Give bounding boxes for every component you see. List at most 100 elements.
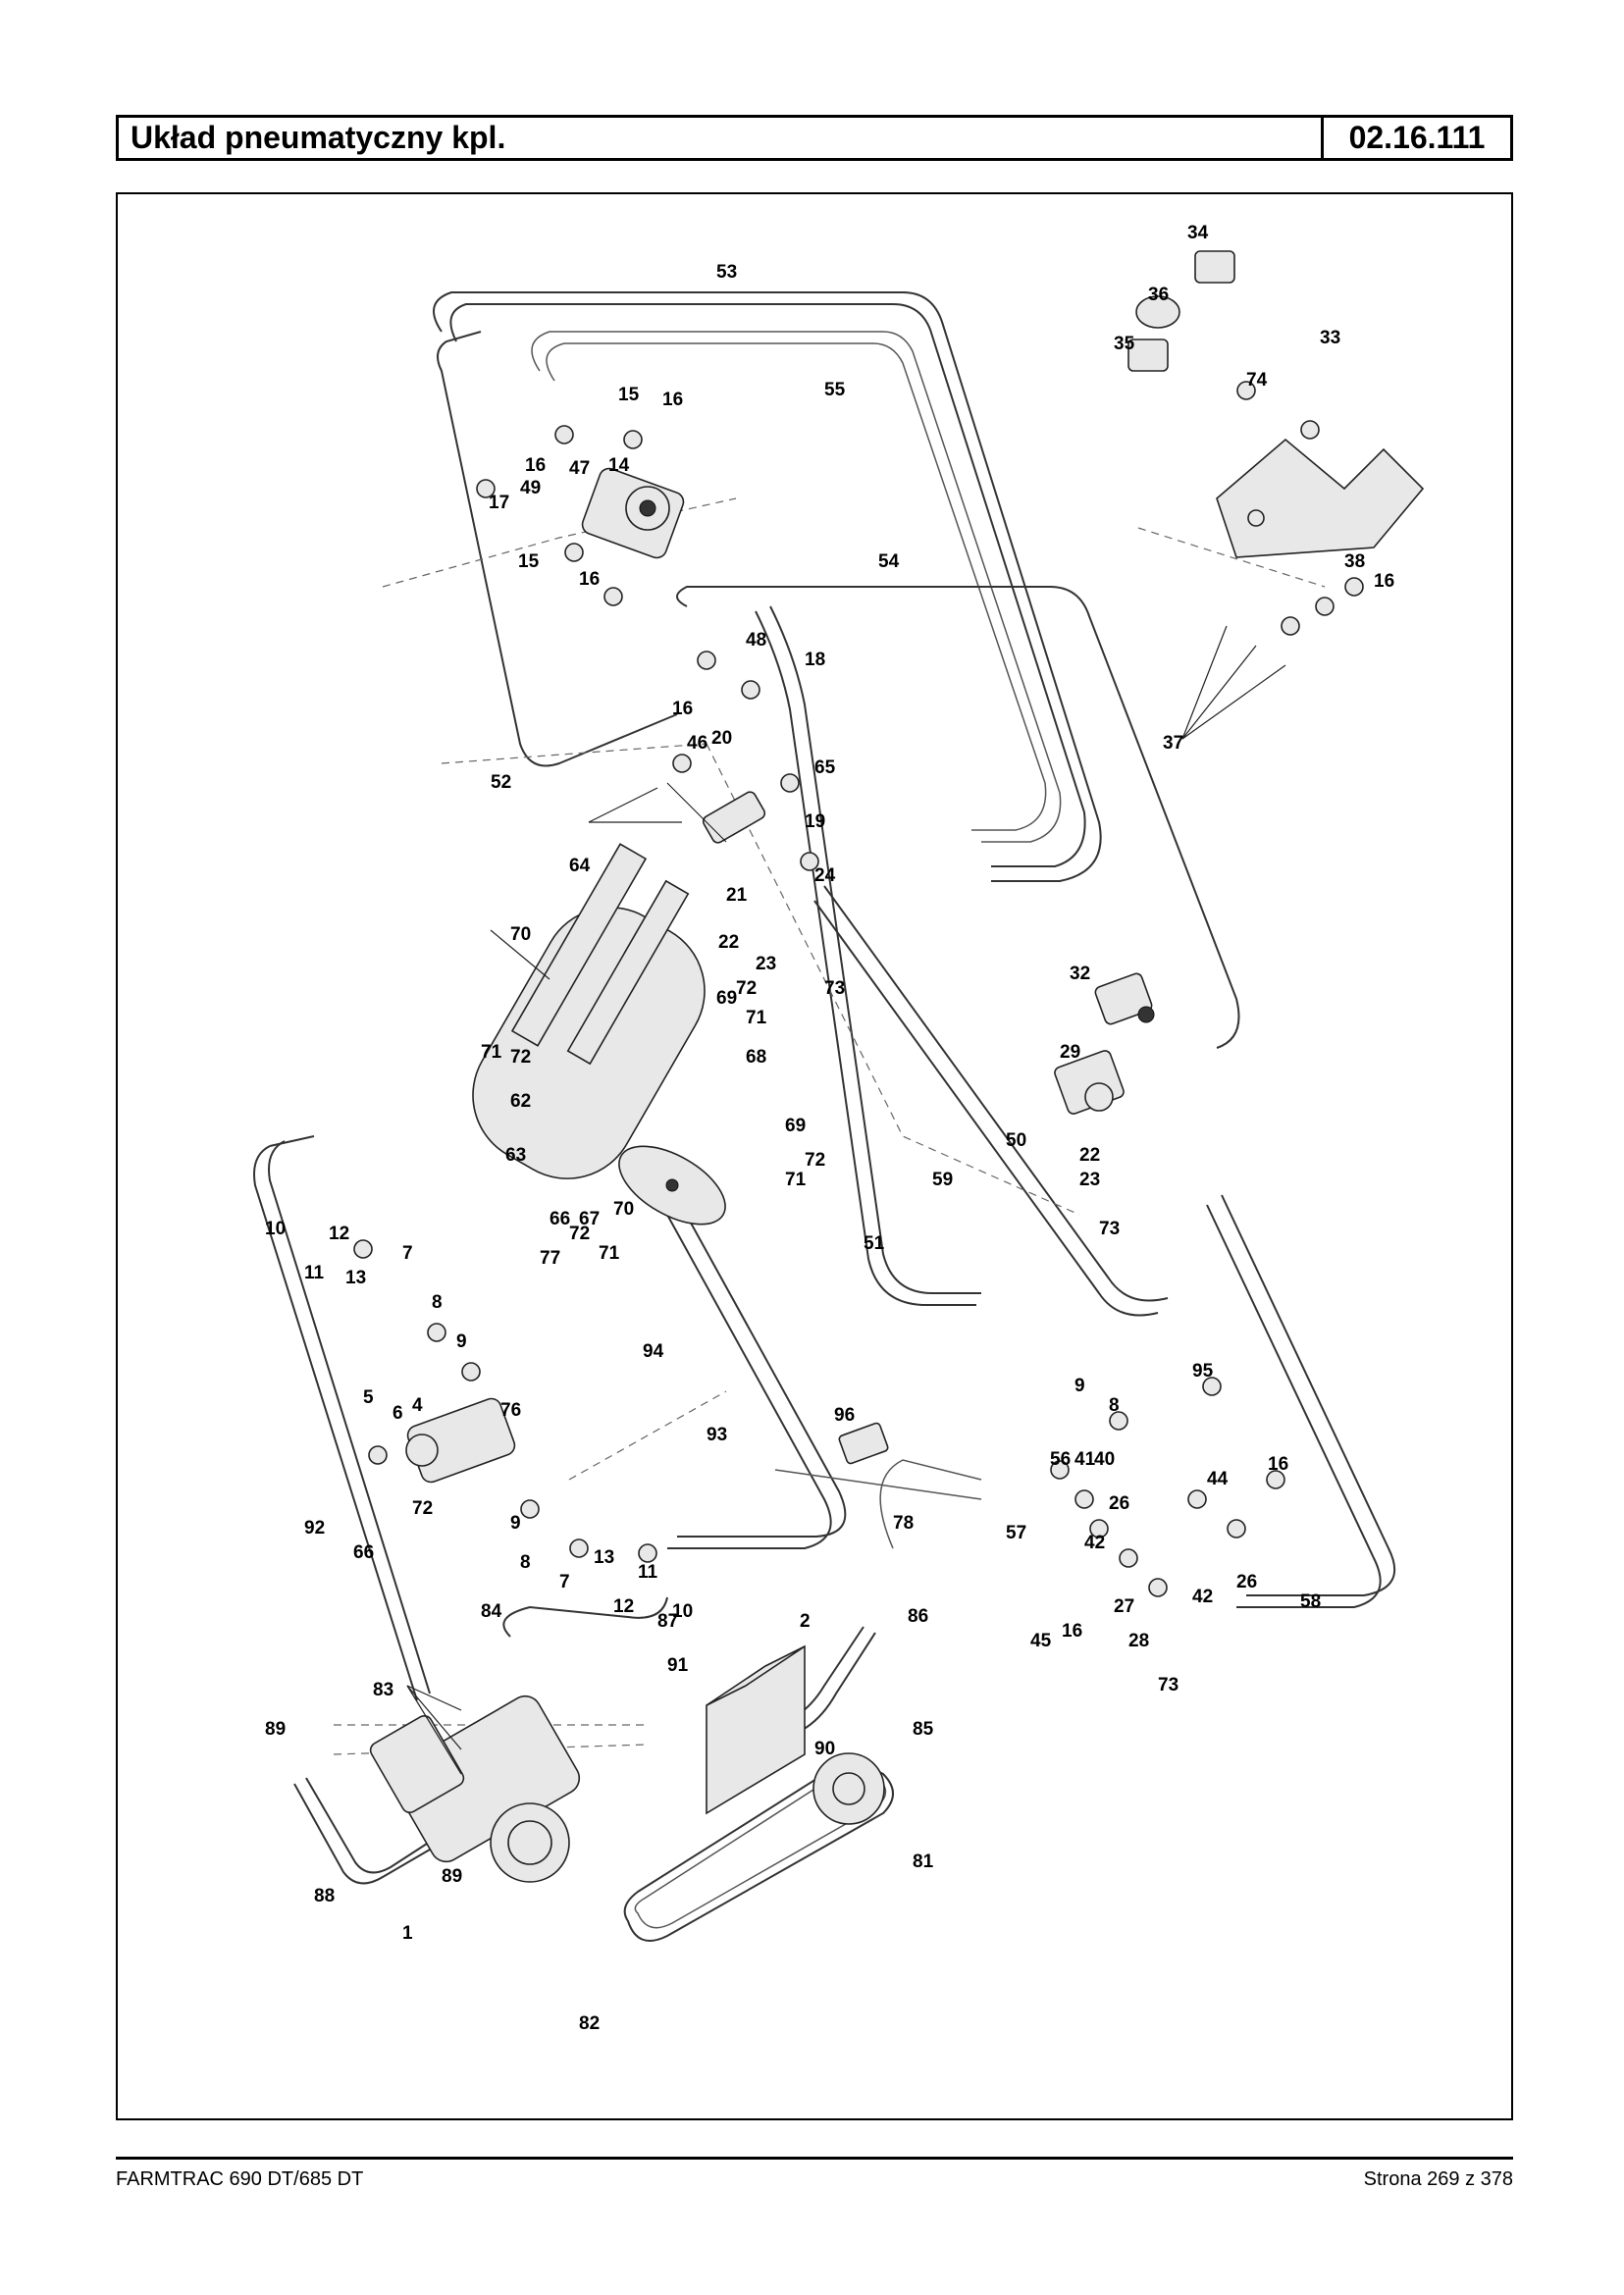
valve-32	[1094, 972, 1155, 1025]
label-6: 6	[393, 1403, 403, 1424]
label-83: 83	[373, 1680, 393, 1700]
part-labels: 1 2 4 5 6 7 7 8 8 8 9 9 9 10 10 11 11 12…	[265, 223, 1394, 2034]
label-16c: 16	[662, 390, 683, 410]
valve-14	[581, 467, 685, 559]
footer-rule	[116, 2157, 1513, 2160]
label-16a: 16	[525, 455, 546, 476]
label-10a: 10	[265, 1219, 286, 1239]
label-72a: 72	[510, 1047, 531, 1068]
label-22b: 22	[1079, 1145, 1100, 1166]
label-16e: 16	[1374, 571, 1394, 592]
label-71b: 71	[746, 1008, 767, 1028]
label-90: 90	[814, 1739, 835, 1759]
belt-82-pulley-81	[623, 1752, 894, 1942]
valve-4	[405, 1397, 516, 1484]
label-71d: 71	[599, 1243, 620, 1264]
footer-model: FARMTRAC 690 DT/685 DT	[116, 2168, 364, 2190]
label-1: 1	[402, 1923, 413, 1944]
label-50: 50	[1006, 1130, 1026, 1151]
label-9b: 9	[510, 1513, 521, 1534]
label-32: 32	[1070, 964, 1090, 984]
label-26a: 26	[1236, 1572, 1257, 1592]
valve-29	[1054, 1050, 1125, 1115]
label-11b: 11	[638, 1562, 658, 1583]
label-48: 48	[746, 630, 766, 651]
label-17: 17	[489, 493, 509, 513]
sensor-96	[838, 1422, 889, 1465]
bracket-33	[1216, 438, 1425, 558]
label-63: 63	[505, 1145, 526, 1166]
fittings	[353, 381, 1364, 1597]
label-8a: 8	[432, 1292, 443, 1313]
label-40: 40	[1094, 1449, 1115, 1470]
label-13a: 13	[345, 1268, 366, 1288]
label-34: 34	[1187, 223, 1209, 243]
compressor-1	[369, 1695, 581, 1883]
label-52: 52	[491, 772, 511, 793]
pneumatic-system-diagram: 1 2 4 5 6 7 7 8 8 8 9 9 9 10 10 11 11 12…	[253, 223, 1425, 2034]
label-41: 41	[1074, 1449, 1096, 1470]
label-24: 24	[814, 865, 836, 886]
label-9c: 9	[1074, 1376, 1085, 1396]
label-53: 53	[716, 262, 737, 283]
label-12b: 12	[613, 1596, 634, 1617]
label-26b: 26	[1109, 1493, 1129, 1514]
label-49: 49	[520, 478, 541, 498]
label-88: 88	[314, 1886, 335, 1906]
label-87: 87	[657, 1611, 678, 1632]
air-tank	[472, 843, 726, 1226]
label-67: 67	[579, 1209, 600, 1229]
label-22a: 22	[718, 932, 739, 953]
label-65: 65	[814, 757, 836, 778]
header-title-bar: Układ pneumatyczny kpl. 02.16.111	[116, 115, 1513, 161]
label-46: 46	[687, 733, 707, 754]
label-70a: 70	[510, 924, 531, 945]
label-27: 27	[1114, 1596, 1134, 1617]
label-55: 55	[824, 380, 846, 400]
label-86: 86	[908, 1606, 928, 1627]
label-16d: 16	[672, 699, 693, 719]
label-70b: 70	[613, 1199, 634, 1220]
label-96: 96	[834, 1405, 855, 1426]
label-8c: 8	[1109, 1395, 1120, 1416]
label-28: 28	[1128, 1631, 1149, 1651]
label-89a: 89	[265, 1719, 286, 1740]
label-73c: 73	[1158, 1675, 1179, 1695]
label-81: 81	[913, 1852, 934, 1872]
label-29: 29	[1060, 1042, 1080, 1063]
bracket-2	[706, 1644, 806, 1815]
label-38: 38	[1344, 551, 1365, 572]
label-33: 33	[1320, 328, 1340, 348]
label-92: 92	[304, 1518, 325, 1539]
label-23a: 23	[756, 954, 776, 974]
label-69a: 69	[716, 988, 737, 1009]
label-44: 44	[1207, 1469, 1229, 1489]
label-4: 4	[412, 1395, 423, 1416]
label-73b: 73	[1099, 1219, 1120, 1239]
couplings-34-35-36	[1127, 250, 1235, 372]
label-66b: 66	[353, 1542, 374, 1563]
label-72e: 72	[412, 1498, 433, 1519]
label-93: 93	[707, 1425, 727, 1445]
label-10b: 10	[672, 1601, 693, 1622]
label-45: 45	[1030, 1631, 1052, 1651]
label-91: 91	[667, 1655, 689, 1676]
label-94: 94	[643, 1341, 664, 1362]
label-12a: 12	[329, 1224, 349, 1244]
label-71a: 71	[481, 1042, 502, 1063]
label-16b: 16	[579, 569, 600, 590]
label-5: 5	[363, 1387, 374, 1408]
label-84: 84	[481, 1601, 502, 1622]
components	[369, 250, 1425, 1942]
page-title: Układ pneumatyczny kpl.	[119, 118, 1324, 158]
label-16g: 16	[1062, 1621, 1082, 1642]
label-21: 21	[726, 885, 748, 906]
label-20: 20	[711, 728, 732, 749]
label-15b: 15	[518, 551, 540, 572]
label-66a: 66	[550, 1209, 570, 1229]
label-15a: 15	[618, 385, 640, 405]
label-42b: 42	[1192, 1587, 1213, 1607]
label-74: 74	[1246, 370, 1268, 391]
label-9a: 9	[456, 1331, 467, 1352]
label-58: 58	[1300, 1591, 1321, 1612]
